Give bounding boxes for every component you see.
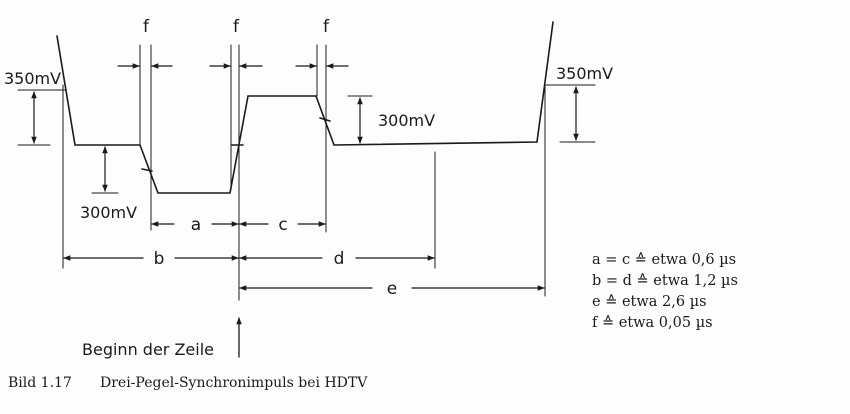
label-b: b <box>154 249 165 269</box>
label-c: c <box>278 215 287 235</box>
legend-line: a = c ≙ etwa 0,6 µs <box>592 251 736 268</box>
legend-line: b = d ≙ etwa 1,2 µs <box>592 272 738 289</box>
label-300mv-left: 300mV <box>80 203 137 222</box>
label-a: a <box>191 215 201 235</box>
label-d: d <box>334 249 345 269</box>
slope-tick <box>141 168 153 172</box>
start-of-line-label: Beginn der Zeile <box>82 340 214 359</box>
label-f2: f <box>233 17 240 37</box>
caption-number: Bild 1.17 <box>8 375 72 391</box>
label-f1: f <box>143 17 150 37</box>
caption-title: Drei-Pegel-Synchronimpuls bei HDTV <box>100 375 368 391</box>
label-f3: f <box>323 17 330 37</box>
legend-line: f ≙ etwa 0,05 µs <box>592 314 713 331</box>
legend-line: e ≙ etwa 2,6 µs <box>592 293 707 310</box>
slope-tick <box>319 117 331 122</box>
label-300mv-mid: 300mV <box>378 111 435 130</box>
waveform <box>56 21 554 194</box>
label-350mv-right: 350mV <box>556 64 613 83</box>
label-350mv-left: 350mV <box>4 69 61 88</box>
label-e: e <box>387 279 397 299</box>
